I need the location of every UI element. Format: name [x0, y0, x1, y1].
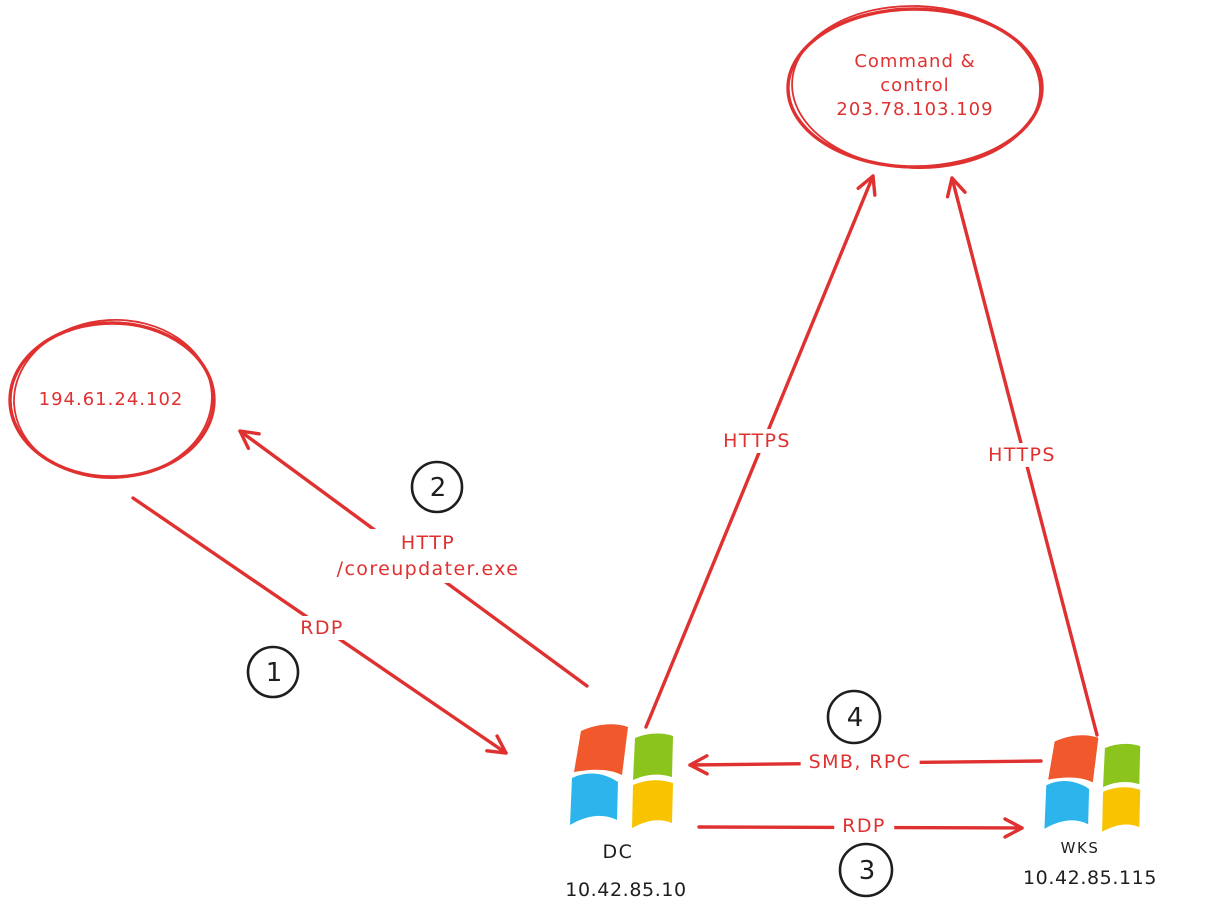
step-1-circle	[246, 645, 300, 699]
edge-http-download-label: HTTP /coreupdater.exe	[328, 529, 528, 583]
step-4-circle	[826, 689, 882, 745]
c2-label-line1: Command &	[854, 51, 976, 72]
dc-host-name: DC	[602, 841, 634, 863]
windows-logo-icon	[1044, 735, 1141, 832]
c2-node-label: Command & control 203.78.103.109	[836, 50, 993, 122]
edge-https-dc-label: HTTPS	[715, 429, 799, 453]
step-2-circle	[410, 460, 464, 514]
step-1-number: 1	[265, 658, 283, 688]
step-4-number: 4	[846, 703, 864, 733]
edge-http-download-label-line1: HTTP	[400, 532, 456, 554]
c2-node-ellipse	[786, 5, 1044, 170]
edge-smb-rpc-label: SMB, RPC	[800, 750, 920, 774]
windows-logo-icon	[570, 724, 673, 828]
wks-host-name: WKS	[1060, 839, 1100, 857]
wks-host-ip: 10.42.85.115	[1022, 867, 1158, 889]
edge-http-download-label-line2: /coreupdater.exe	[336, 558, 520, 580]
edge-https-wks-label: HTTPS	[980, 443, 1064, 467]
step-3-circle	[838, 842, 894, 898]
edge-rdp-lateral-label: RDP	[834, 814, 894, 838]
attacker-node-ellipse	[8, 318, 216, 479]
step-2-number: 2	[429, 473, 447, 503]
step-3-number: 3	[858, 856, 876, 886]
attacker-node-label: 194.61.24.102	[38, 389, 184, 410]
edge-rdp-initial-label: RDP	[292, 616, 352, 640]
dc-host-ip: 10.42.85.10	[565, 879, 687, 901]
c2-label-line3: 203.78.103.109	[836, 99, 994, 120]
c2-label-line2: control	[880, 75, 950, 96]
